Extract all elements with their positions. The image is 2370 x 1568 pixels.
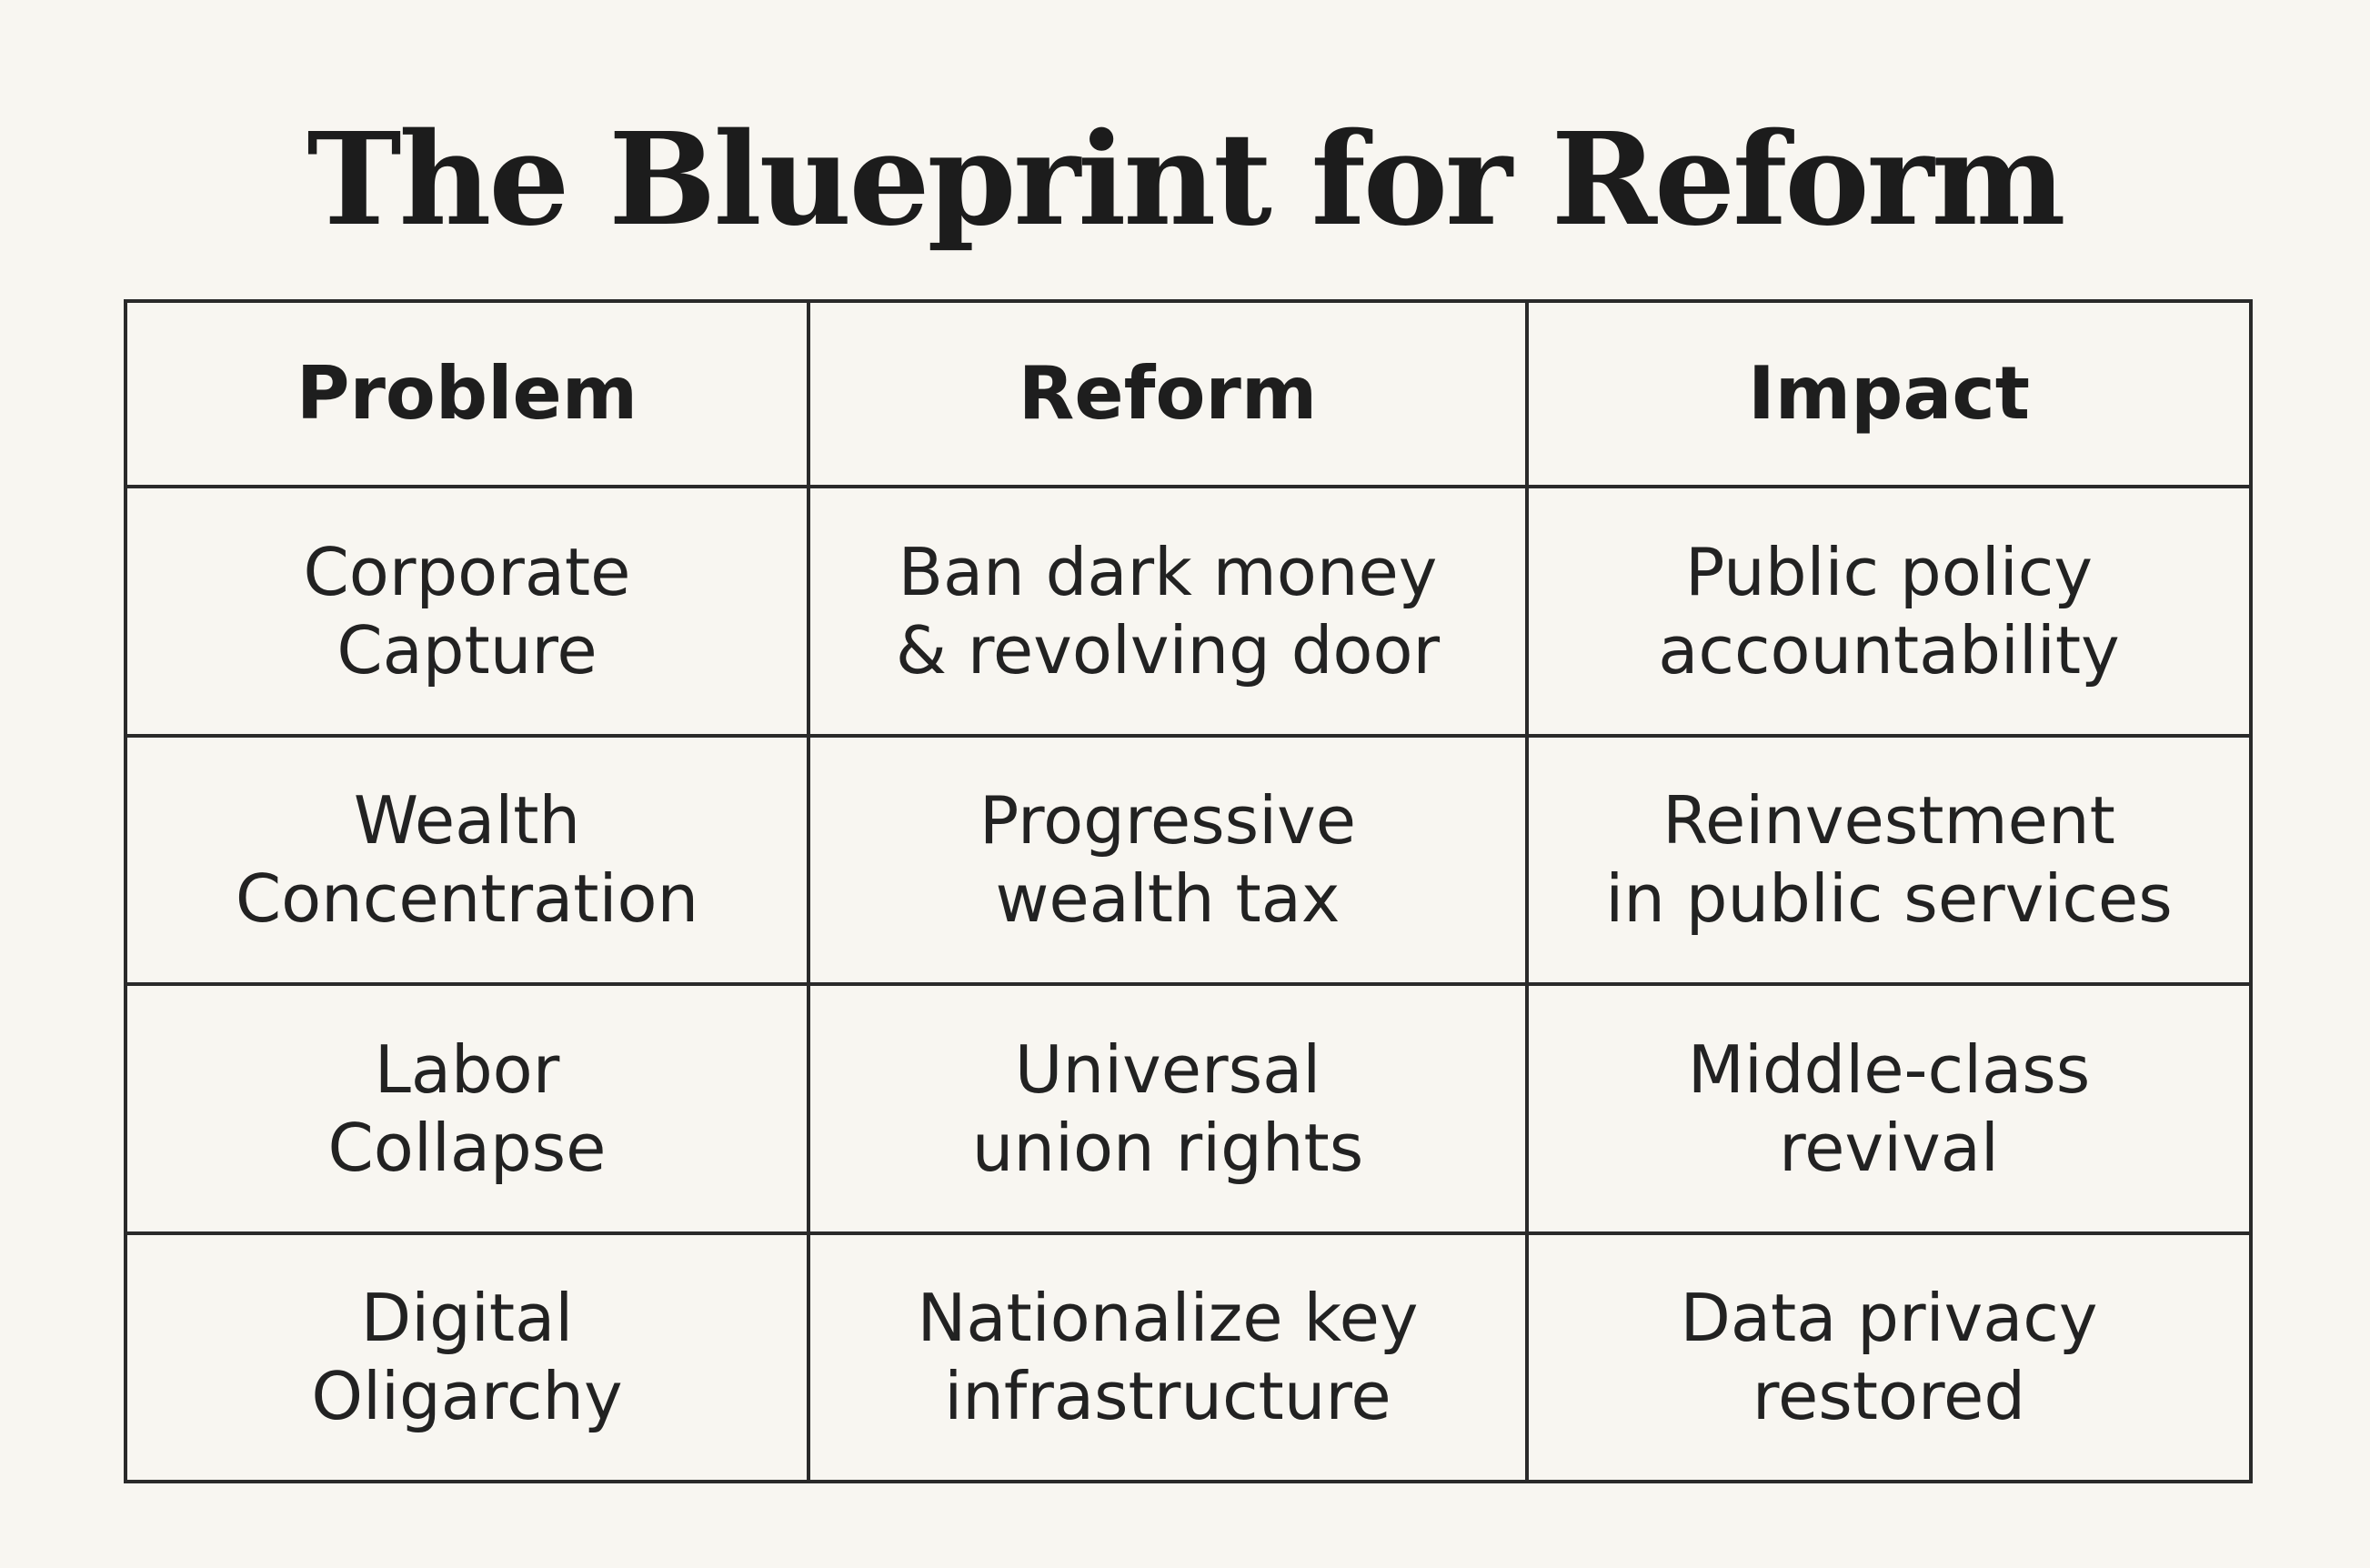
cell-text-line: Data privacy [1680,1280,2098,1357]
table-cell-impact: Middle-class revival [1525,982,2253,1235]
table-cell-problem: Digital Oligarchy [124,1231,810,1483]
cell-text-line: in public services [1605,860,2173,938]
table-cell-reform: Ban dark money & revolving door [807,485,1529,738]
cell-text-line: & revolving door [895,611,1441,689]
cell-text-line: Labor [374,1030,560,1108]
cell-text-line: Capture [336,611,598,689]
table-row: Digital Oligarchy Nationalize key infras… [124,1231,2253,1483]
table-cell-problem: Corporate Capture [124,485,810,738]
table-row: Wealth Concentration Progressive wealth … [124,733,2253,986]
table-header-row: Problem Reform Impact [124,299,2253,488]
cell-text-line: infrastructure [944,1358,1391,1435]
cell-text-line: Ban dark money [898,533,1438,610]
cell-text-line: Public policy [1685,533,2093,610]
cell-text-line: Middle-class [1687,1030,2091,1108]
cell-text-line: Universal [1014,1030,1321,1108]
cell-text-line: union rights [971,1109,1364,1186]
column-header-problem: Problem [124,299,810,488]
cell-text-line: wealth tax [995,860,1341,938]
table-cell-reform: Nationalize key infrastructure [807,1231,1529,1483]
table-row: Corporate Capture Ban dark money & revol… [124,485,2253,738]
cell-text-line: Wealth [353,782,581,859]
cell-text-line: Concentration [235,860,699,938]
cell-text-line: Collapse [327,1109,607,1186]
table-cell-problem: Wealth Concentration [124,733,810,986]
cell-text-line: restored [1752,1358,2026,1435]
table-row: Labor Collapse Universal union rights Mi… [124,982,2253,1235]
cell-text-line: Nationalize key [917,1280,1419,1357]
cell-text-line: accountability [1658,611,2120,689]
column-header-impact: Impact [1525,299,2253,488]
cell-text-line: Reinvestment [1662,782,2115,859]
table-cell-impact: Reinvestment in public services [1525,733,2253,986]
table-cell-impact: Public policy accountability [1525,485,2253,738]
cell-text-line: revival [1779,1109,1999,1186]
reform-table: Problem Reform Impact Corporate Capture … [124,299,2253,1483]
table-cell-reform: Universal union rights [807,982,1529,1235]
column-header-reform: Reform [807,299,1529,488]
table-cell-reform: Progressive wealth tax [807,733,1529,986]
cell-text-line: Digital [360,1280,574,1357]
cell-text-line: Progressive [979,782,1357,859]
page-title: The Blueprint for Reform [306,106,2065,255]
cell-text-line: Corporate [303,533,631,610]
cell-text-line: Oligarchy [311,1358,623,1435]
table-cell-impact: Data privacy restored [1525,1231,2253,1483]
table-cell-problem: Labor Collapse [124,982,810,1235]
